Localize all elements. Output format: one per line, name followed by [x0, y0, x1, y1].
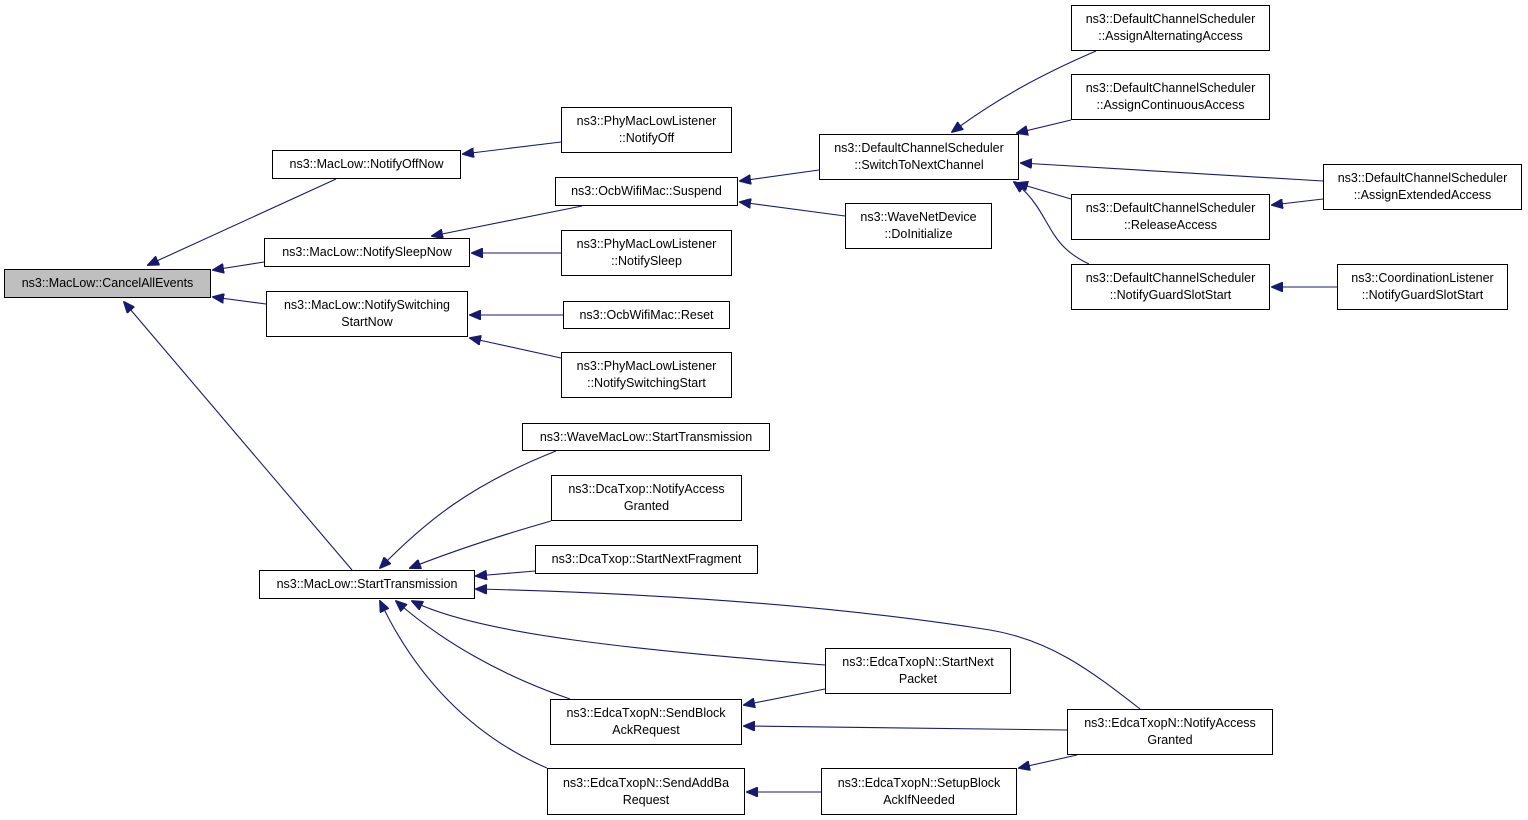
node-wavemaclow-starttransmission[interactable]: ns3::WaveMacLow::StartTransmission: [522, 423, 770, 451]
edge-startnextpacket-starttx: [412, 601, 826, 666]
node-ocbwifimac-suspend[interactable]: ns3::OcbWifiMac::Suspend: [555, 177, 738, 206]
node-maclow-notifysleepnow[interactable]: ns3::MacLow::NotifySleepNow: [264, 238, 470, 267]
node-defaultchannelscheduler-releaseaccess[interactable]: ns3::DefaultChannelScheduler ::ReleaseAc…: [1071, 194, 1270, 240]
edge-sendblockack-starttx: [396, 601, 571, 700]
edge-notifyoffnow-cancelall: [148, 178, 337, 265]
edge-extended-release: [1272, 198, 1324, 205]
node-maclow-notifyoffnow[interactable]: ns3::MacLow::NotifyOffNow: [272, 150, 461, 179]
node-defaultchannelscheduler-assigncontinuousaccess[interactable]: ns3::DefaultChannelScheduler ::AssignCon…: [1071, 74, 1270, 120]
node-phymaclowlistener-notifysleep[interactable]: ns3::PhyMacLowListener ::NotifySleep: [561, 230, 732, 276]
node-phymaclowlistener-notifyswitchingstart[interactable]: ns3::PhyMacLowListener ::NotifySwitching…: [561, 352, 732, 398]
node-maclow-cancelallevents: ns3::MacLow::CancelAllEvents: [4, 269, 211, 298]
node-wavenetdevice-doinitialize[interactable]: ns3::WaveNetDevice ::DoInitialize: [845, 203, 992, 249]
edge-phynotifyswitching-notifyswitching: [470, 338, 562, 359]
node-phymaclowlistener-notifyoff[interactable]: ns3::PhyMacLowListener ::NotifyOff: [561, 107, 732, 153]
edge-extended-switchtonext: [1021, 163, 1324, 182]
node-defaultchannelscheduler-switchtonextchannel[interactable]: ns3::DefaultChannelScheduler ::SwitchToN…: [819, 134, 1019, 180]
node-edcatxopn-setupblockackifneeded[interactable]: ns3::EdcaTxopN::SetupBlock AckIfNeeded: [821, 768, 1017, 815]
node-edcatxopn-notifyaccessgranted[interactable]: ns3::EdcaTxopN::NotifyAccess Granted: [1067, 709, 1273, 755]
node-maclow-starttransmission[interactable]: ns3::MacLow::StartTransmission: [259, 570, 475, 599]
edge-release-switchtonext: [1017, 183, 1072, 200]
node-dcatxop-notifyaccessgranted[interactable]: ns3::DcaTxop::NotifyAccess Granted: [551, 475, 742, 521]
node-ocbwifimac-reset[interactable]: ns3::OcbWifiMac::Reset: [563, 301, 730, 329]
node-edcatxopn-startnextpacket[interactable]: ns3::EdcaTxopN::StartNext Packet: [825, 648, 1011, 694]
node-edcatxopn-sendblockackrequest[interactable]: ns3::EdcaTxopN::SendBlock AckRequest: [550, 699, 742, 745]
edge-switchtonext-suspend: [740, 169, 820, 181]
node-defaultchannelscheduler-assignextendedaccess[interactable]: ns3::DefaultChannelScheduler ::AssignExt…: [1323, 164, 1522, 210]
edge-dcanotify-starttx: [410, 520, 552, 568]
edge-edcanotify-starttx: [476, 589, 1141, 710]
edge-phynotifyoff-notifyoffnow: [463, 141, 562, 154]
edge-notifysleepnow-cancelall: [213, 261, 265, 270]
node-dcatxop-startnextfragment[interactable]: ns3::DcaTxop::StartNextFragment: [535, 545, 758, 574]
edge-notifyswitching-cancelall: [213, 297, 267, 305]
edge-guardslot-switchtonext: [1014, 182, 1090, 265]
node-coordinationlistener-notifyguardslotstart[interactable]: ns3::CoordinationListener ::NotifyGuardS…: [1337, 264, 1508, 310]
edge-starttransmission-cancelall: [124, 302, 353, 571]
edge-continuous-switchtonext: [1017, 119, 1072, 133]
node-edcatxopn-sendaddbarequest[interactable]: ns3::EdcaTxopN::SendAddBa Request: [547, 768, 745, 815]
edge-edcanotify-setupblockack: [1019, 754, 1078, 768]
edge-dcanextfrag-starttx: [476, 571, 536, 576]
edge-alternating-switchtonext: [952, 50, 1097, 132]
node-maclow-notifyswitchingstartnow[interactable]: ns3::MacLow::NotifySwitching StartNow: [266, 291, 468, 337]
node-defaultchannelscheduler-notifyguardslotstart[interactable]: ns3::DefaultChannelScheduler ::NotifyGua…: [1071, 264, 1270, 310]
edge-wavemaclow-starttx: [380, 450, 557, 568]
edge-sendaddba-starttx: [380, 601, 548, 769]
edge-edcanotify-sendblockack: [744, 726, 1068, 730]
edge-doinitialize-suspend: [740, 202, 846, 217]
edge-startnextpacket-sendblockack: [744, 688, 826, 705]
edge-suspend-notifysleepnow: [432, 205, 583, 236]
node-defaultchannelscheduler-assignalternatingaccess[interactable]: ns3::DefaultChannelScheduler ::AssignAlt…: [1071, 5, 1270, 51]
